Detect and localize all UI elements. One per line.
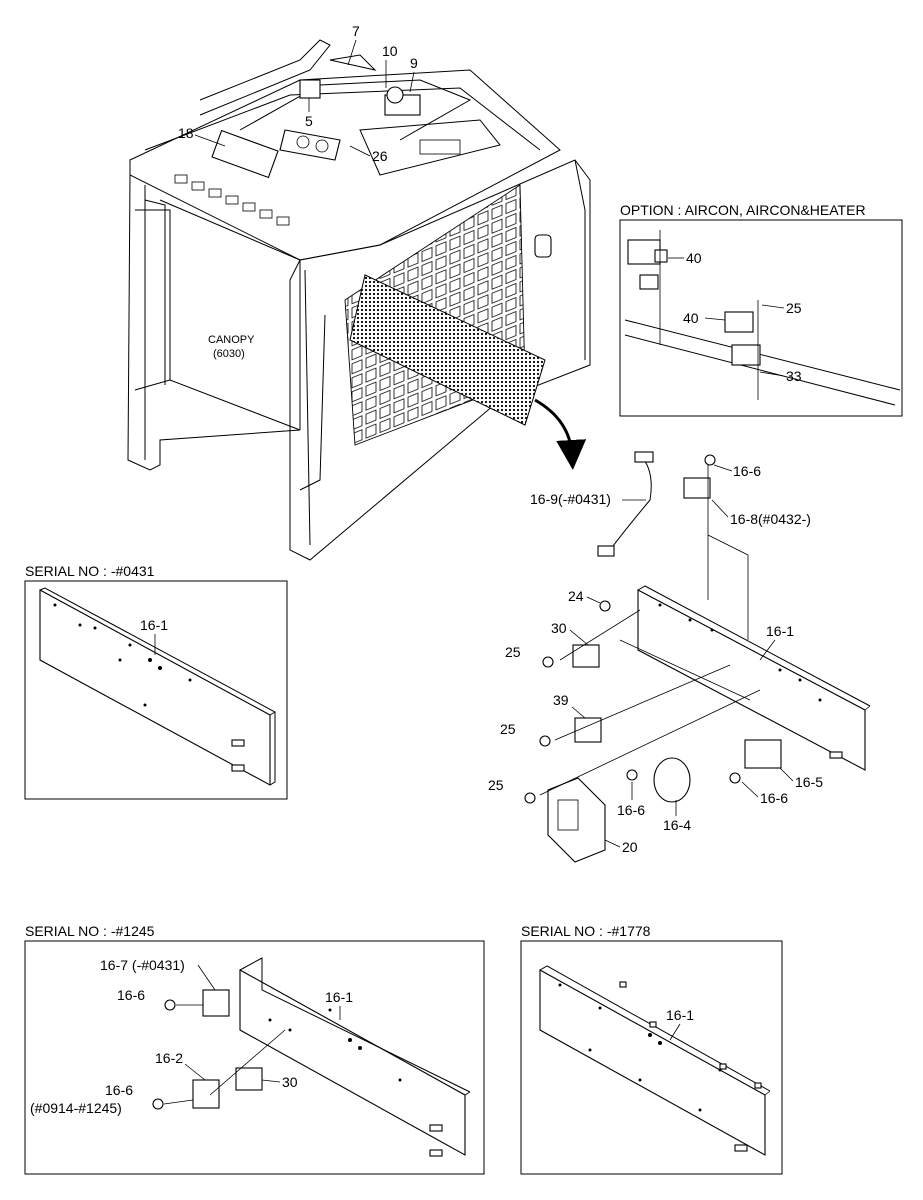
serial-box-2-callout-16-7: 16-7 (-#0431) xyxy=(100,957,185,973)
serial-box-2-title: SERIAL NO : -#1245 xyxy=(25,923,155,939)
main-assembly: 16-6 16-9(-#0431) 16-8(#0432-) 24 30 16-… xyxy=(488,451,871,863)
option-box-title: OPTION : AIRCON, AIRCON&HEATER xyxy=(620,202,866,218)
serial-box-1: SERIAL NO : -#0431 16-1 xyxy=(24,563,288,800)
main-callout-16-9: 16-9(-#0431) xyxy=(530,491,611,507)
canopy-code: (6030) xyxy=(213,348,245,360)
serial-box-3-callout: 16-1 xyxy=(666,1007,694,1023)
callout-26: 26 xyxy=(372,148,388,164)
option-callout-40b: 40 xyxy=(683,310,699,326)
option-box: OPTION : AIRCON, AIRCON&HEATER 40 40 25 … xyxy=(619,202,903,417)
option-callout-40a: 40 xyxy=(686,250,702,266)
main-callout-20: 20 xyxy=(622,839,638,855)
main-callout-25a: 25 xyxy=(505,644,521,660)
serial-box-2-callout-30: 30 xyxy=(282,1074,298,1090)
main-callout-16-6-mid: 16-6 xyxy=(617,802,645,818)
serial-box-2-callout-16-6b: 16-6 xyxy=(105,1082,133,1098)
serial-box-1-callout: 16-1 xyxy=(140,617,168,633)
serial-box-3: SERIAL NO : -#1778 16-1 xyxy=(520,923,783,1175)
callout-9: 9 xyxy=(410,55,418,71)
serial-box-2: SERIAL NO : -#1245 16-7 (-#0431) 16-6 16… xyxy=(24,923,485,1175)
main-callout-16-1: 16-1 xyxy=(766,623,794,639)
canopy-label: CANOPY xyxy=(208,334,255,346)
main-callout-39: 39 xyxy=(553,692,569,708)
callout-5: 5 xyxy=(305,113,313,129)
mesh-screen xyxy=(349,274,546,426)
serial-box-1-title: SERIAL NO : -#0431 xyxy=(25,563,155,579)
main-callout-16-6-top: 16-6 xyxy=(733,463,761,479)
serial-box-2-callout-16-6a: 16-6 xyxy=(117,987,145,1003)
main-callout-25b: 25 xyxy=(500,721,516,737)
callout-7: 7 xyxy=(352,23,360,39)
main-callout-30: 30 xyxy=(551,620,567,636)
canopy-assembly: 7 10 9 5 18 26 CANOPY (6030) xyxy=(127,23,591,561)
option-callout-25: 25 xyxy=(786,300,802,316)
main-callout-16-4: 16-4 xyxy=(663,817,691,833)
main-callout-25c: 25 xyxy=(488,777,504,793)
main-callout-16-5: 16-5 xyxy=(795,774,823,790)
callout-10: 10 xyxy=(382,43,398,59)
roof-slots xyxy=(174,174,290,226)
callout-18: 18 xyxy=(178,125,194,141)
detail-arrow xyxy=(534,398,587,470)
serial-box-3-title: SERIAL NO : -#1778 xyxy=(521,923,651,939)
serial-box-2-callout-16-1: 16-1 xyxy=(325,989,353,1005)
serial-box-2-callout-16-2: 16-2 xyxy=(155,1050,183,1066)
main-callout-24: 24 xyxy=(568,588,584,604)
serial-box-2-callout-range: (#0914-#1245) xyxy=(30,1100,122,1116)
top-console xyxy=(199,39,501,179)
main-callout-16-8: 16-8(#0432-) xyxy=(730,511,811,527)
option-callout-33: 33 xyxy=(786,368,802,384)
main-callout-16-6-right: 16-6 xyxy=(760,790,788,806)
